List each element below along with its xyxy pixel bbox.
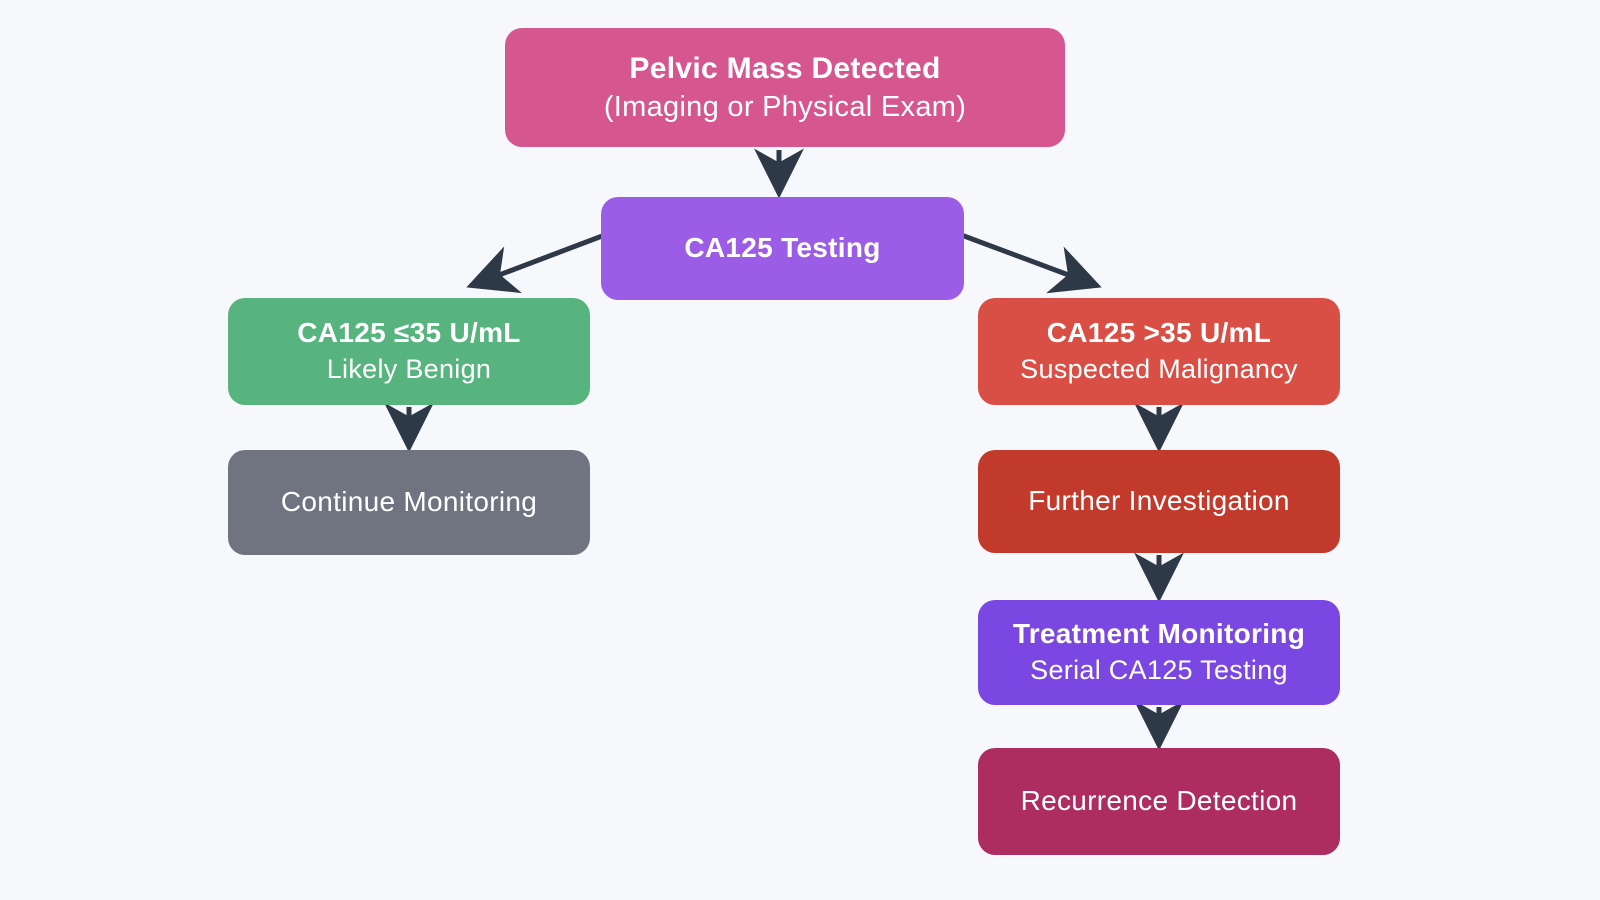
- arrow-ca125-to-benign: [466, 227, 619, 294]
- node-pelvic-mass-detected: Pelvic Mass Detected (Imaging or Physica…: [505, 28, 1065, 147]
- node-title: Continue Monitoring: [280, 486, 538, 518]
- node-title: Treatment Monitoring: [1012, 618, 1306, 650]
- node-subtitle: Likely Benign: [326, 354, 492, 385]
- node-subtitle: Suspected Malignancy: [1020, 354, 1298, 385]
- node-ca125-testing: CA125 Testing: [601, 197, 964, 300]
- node-title: Pelvic Mass Detected: [629, 51, 941, 85]
- node-continue-monitoring: Continue Monitoring: [228, 450, 590, 555]
- node-title: Recurrence Detection: [1020, 785, 1298, 817]
- node-subtitle: (Imaging or Physical Exam): [603, 91, 967, 124]
- node-treatment-monitoring: Treatment Monitoring Serial CA125 Testin…: [978, 600, 1340, 705]
- node-ca125-low-likely-benign: CA125 ≤35 U/mL Likely Benign: [228, 298, 590, 405]
- node-title: CA125 ≤35 U/mL: [297, 317, 521, 349]
- arrow-ca125-to-malignancy: [947, 227, 1102, 294]
- node-further-investigation: Further Investigation: [978, 450, 1340, 553]
- node-ca125-high-suspected-malignancy: CA125 >35 U/mL Suspected Malignancy: [978, 298, 1340, 405]
- node-title: Further Investigation: [1028, 485, 1290, 517]
- node-subtitle: Serial CA125 Testing: [1030, 655, 1288, 686]
- node-title: CA125 >35 U/mL: [1046, 317, 1272, 349]
- node-recurrence-detection: Recurrence Detection: [978, 748, 1340, 855]
- node-title: CA125 Testing: [684, 232, 881, 264]
